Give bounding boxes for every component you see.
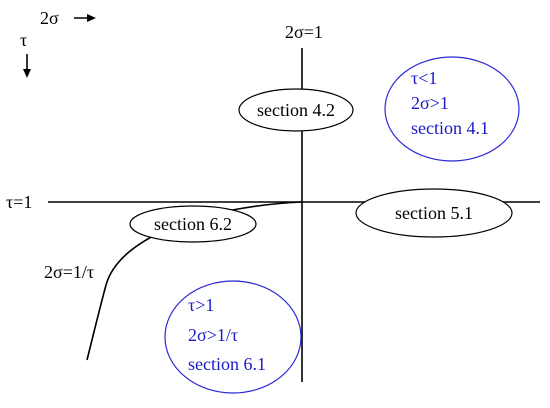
horizontal-axis-label: τ=1 (6, 192, 32, 212)
region-circle (164, 280, 302, 394)
ellipse-section-right: section 5.1 (355, 188, 513, 238)
ellipse-section-top: section 4.2 (238, 88, 354, 132)
right-arrow-icon (87, 14, 96, 22)
ellipse-label: section 6.2 (154, 214, 232, 234)
ellipse-shape (238, 88, 354, 132)
curve-line (86, 201, 303, 361)
ellipse-shape (355, 188, 513, 238)
corner-legend: 2σ τ (20, 8, 96, 78)
curve-label: 2σ=1/τ (44, 262, 94, 282)
region-line-3: section 4.1 (411, 118, 489, 138)
tau-direction-label: τ (20, 30, 27, 50)
region-line-3: section 6.1 (188, 354, 266, 374)
region-line-1: τ<1 (411, 68, 437, 88)
region-upper-right: τ<1 2σ>1 section 4.1 (384, 56, 520, 162)
region-line-1: τ>1 (188, 295, 214, 315)
sigma-direction-label: 2σ (40, 8, 59, 28)
ellipse-label: section 4.2 (257, 100, 335, 120)
down-arrow-icon (23, 69, 31, 78)
region-lower-left: τ>1 2σ>1/τ section 6.1 (164, 280, 302, 394)
ellipse-section-left: section 6.2 (129, 205, 257, 243)
region-line-2: 2σ>1/τ (188, 325, 238, 345)
vertical-axis-label: 2σ=1 (285, 22, 323, 42)
region-circle (384, 56, 520, 162)
ellipse-shape (129, 205, 257, 243)
ellipse-label: section 5.1 (395, 203, 473, 223)
region-line-2: 2σ>1 (411, 93, 449, 113)
